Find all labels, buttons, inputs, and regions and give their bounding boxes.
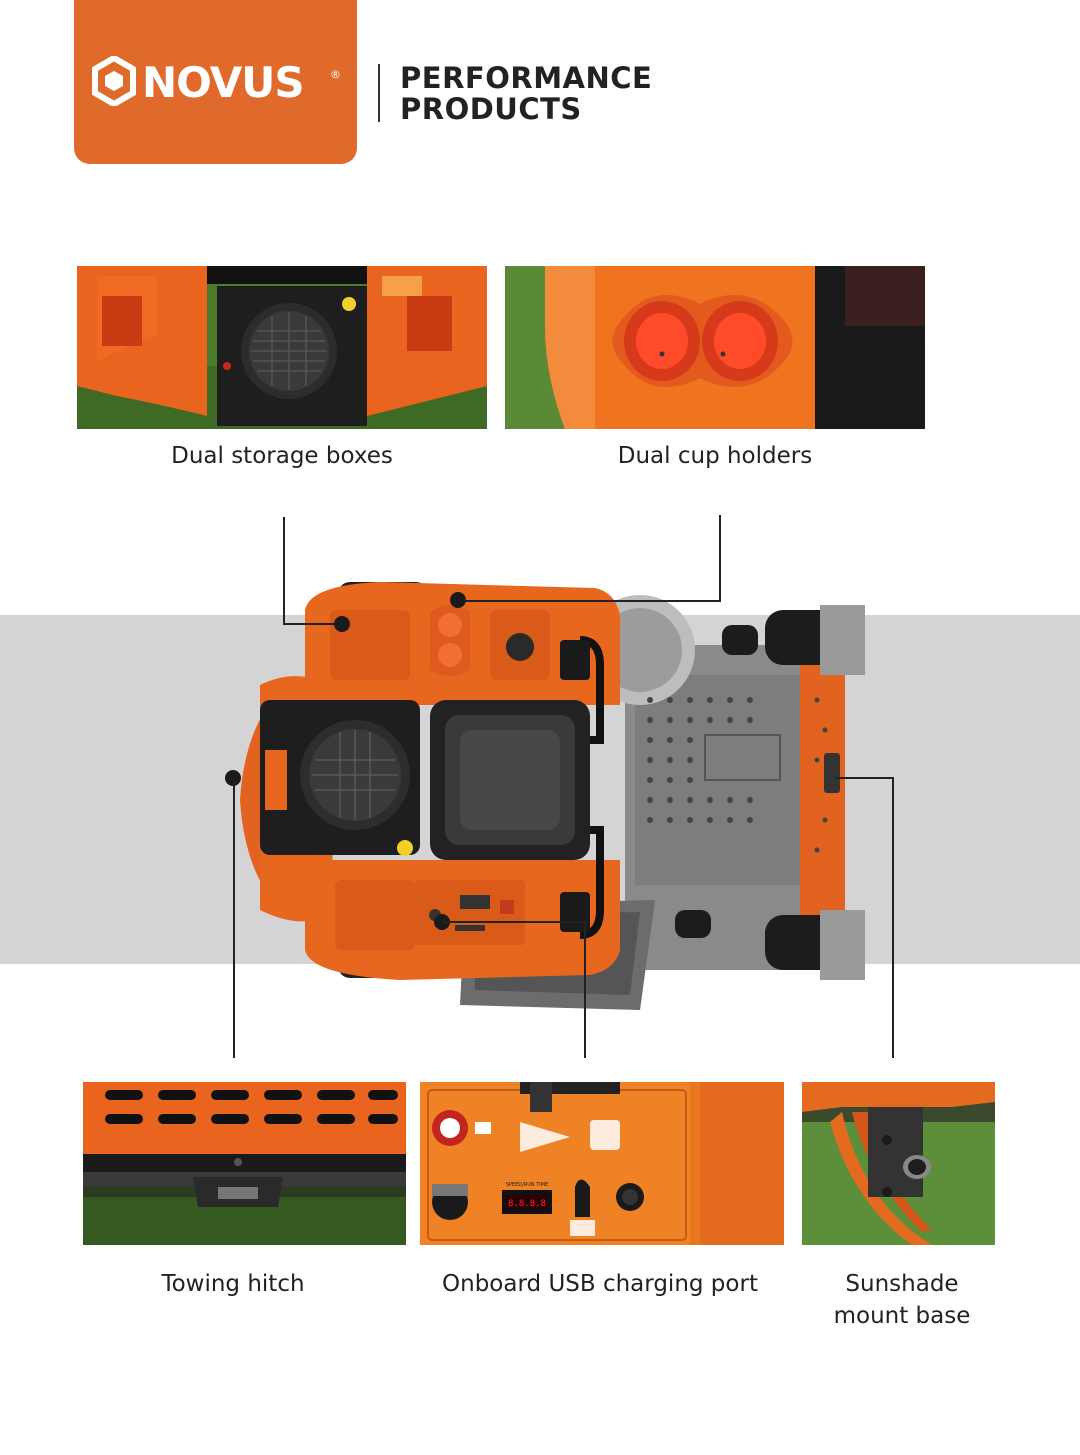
leader-line-usb-h — [442, 921, 585, 923]
svg-text:8.8.8.8: 8.8.8.8 — [508, 1199, 546, 1209]
registered-mark: ® — [330, 68, 341, 81]
tagline-line-2: PRODUCTS — [400, 92, 582, 126]
tagline-line-1: PERFORMANCE — [400, 61, 653, 95]
header-divider — [378, 64, 380, 122]
usb-port-photo: 8.8.8.8 SPEED/RUN TIME — [420, 1082, 784, 1245]
hexagon-logo-icon — [92, 56, 136, 106]
mower-top-view — [220, 570, 880, 1030]
towing-hitch-photo — [83, 1082, 406, 1245]
caption-cup-holders: Dual cup holders — [617, 443, 813, 469]
leader-line-usb — [584, 921, 586, 1058]
caption-sunshade-line-1: Sunshade — [845, 1271, 959, 1297]
storage-boxes-photo — [77, 266, 487, 429]
brand-logo-block: NOVUS ® — [74, 0, 357, 164]
caption-storage-boxes: Dual storage boxes — [171, 443, 393, 469]
marker-towing-hitch — [225, 770, 241, 786]
sunshade-mount-photo — [802, 1082, 995, 1245]
svg-text:SPEED/RUN TIME: SPEED/RUN TIME — [506, 1182, 549, 1188]
leader-line-sunshade — [892, 777, 894, 1058]
leader-line-cup-h — [458, 600, 721, 602]
caption-sunshade-line-2: mount base — [833, 1303, 971, 1329]
brand-logo-text: NOVUS — [142, 58, 305, 107]
leader-line-cup — [719, 515, 721, 602]
marker-storage-boxes — [334, 616, 350, 632]
caption-usb-port: Onboard USB charging port — [442, 1271, 758, 1297]
leader-line-sunshade-h — [835, 777, 893, 779]
leader-line-storage — [283, 517, 285, 625]
caption-towing-hitch: Towing hitch — [161, 1271, 305, 1297]
cup-holders-photo — [505, 266, 925, 429]
leader-line-hitch — [233, 780, 235, 1058]
leader-line-storage-h — [283, 623, 343, 625]
marker-cup-holders — [450, 592, 466, 608]
